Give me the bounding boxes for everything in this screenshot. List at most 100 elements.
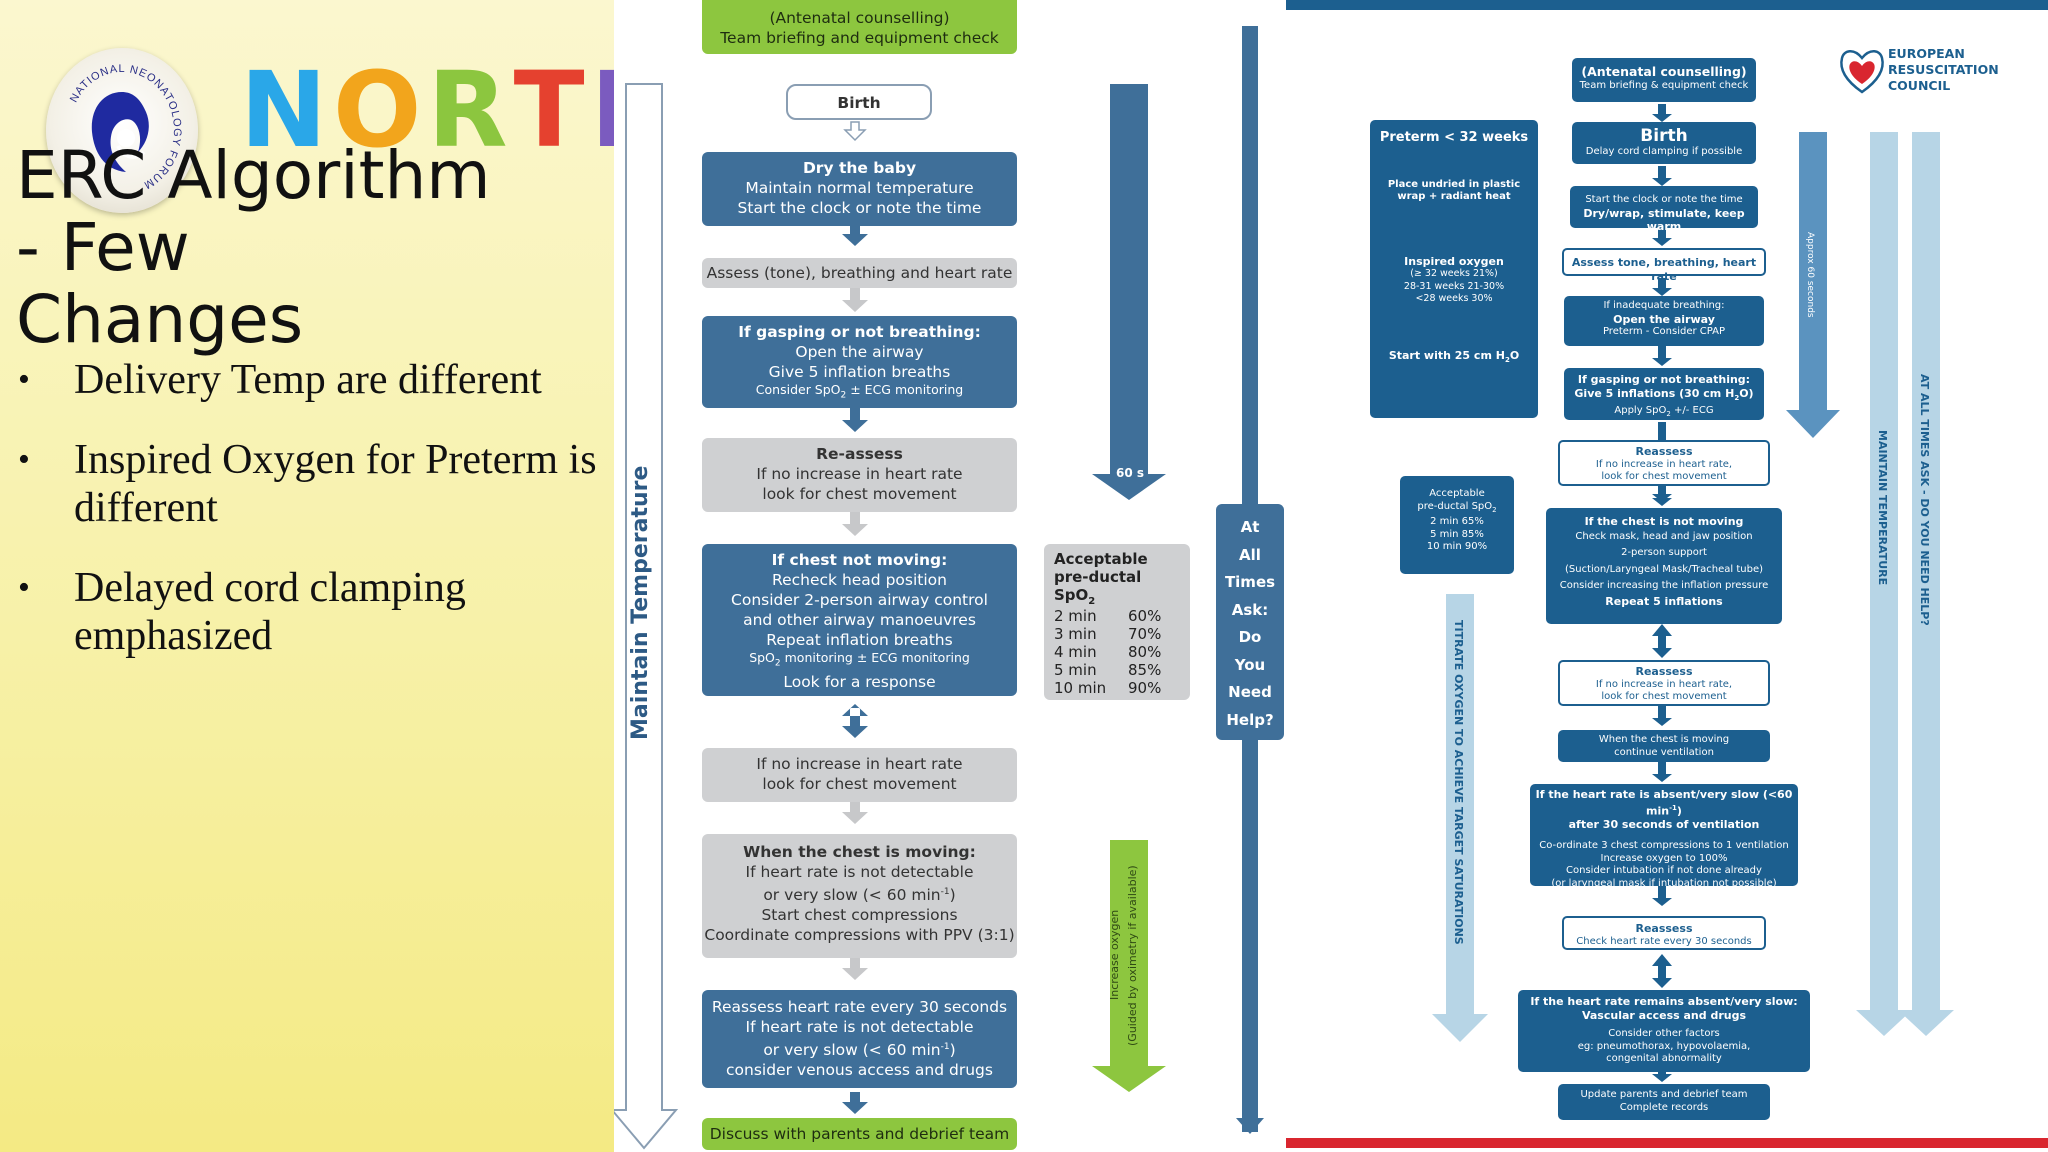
- erc-absent-line: Consider intubation if not done already: [1566, 865, 1762, 877]
- increase-oxygen-arrow: [1092, 840, 1166, 1092]
- reassess-box: Re-assess If no increase in heart rate l…: [702, 438, 1017, 512]
- erc-reassess-title: Reassess: [1635, 665, 1693, 678]
- erc-inadequate-box: If inadequate breathing: Open the airway…: [1564, 296, 1764, 346]
- chest-not-moving-box: If chest not moving: Recheck head positi…: [702, 544, 1017, 696]
- erc-gasping-line: Give 5 inflations (30 cm H: [1574, 386, 1735, 400]
- logo-ring-text: NATIONAL NEONATOLOGY FORUM: [68, 63, 182, 191]
- gasping-line: Give 5 inflation breaths: [768, 363, 951, 381]
- erc-update-line: Update parents and debrief team: [1580, 1089, 1748, 1100]
- erc-reassess-box-2: Reassess If no increase in heart rate, l…: [1558, 660, 1770, 706]
- superscript: -1: [940, 887, 950, 897]
- gasping-box: If gasping or not breathing: Open the ai…: [702, 316, 1017, 408]
- erc-not-moving-box: If the chest is not moving Check mask, h…: [1546, 508, 1782, 624]
- reassess-line: look for chest movement: [762, 485, 957, 503]
- erc-absent-line: Increase oxygen to 100%: [1600, 852, 1728, 864]
- erc-preterm-line: Place undried in plastic: [1387, 178, 1521, 190]
- bullet-item: • Inspired Oxygen for Preterm is differen…: [16, 436, 606, 532]
- erc-reassess-title: Reassess: [1635, 922, 1693, 935]
- erc-antenatal-line: Team briefing & equipment check: [1579, 79, 1749, 91]
- erc-reassess-line: look for chest movement: [1601, 471, 1727, 482]
- bullet-text: Delivery Temp are different: [74, 357, 542, 403]
- bullet-icon: •: [18, 441, 30, 478]
- erc-reassess-line: If no increase in heart rate,: [1595, 678, 1733, 690]
- erc-logo-line: COUNCIL: [1888, 78, 1951, 93]
- chest-moving-title: When the chest is moving:: [743, 843, 976, 861]
- spo2-table-title: Acceptable: [1054, 550, 1148, 568]
- brand-letter: T: [513, 49, 591, 171]
- erc-not-moving-line: 2-person support: [1621, 547, 1707, 558]
- erc-reassess-line: If no increase in heart rate,: [1595, 458, 1733, 470]
- erc-absent-title: after 30 seconds of ventilation: [1568, 817, 1760, 831]
- erc-reassess-title: Reassess: [1635, 445, 1693, 458]
- erc-gasping-line: O): [1739, 386, 1754, 400]
- increase-oxygen-label: Increase oxygen: [1108, 909, 1121, 1000]
- subscript: 2: [1666, 410, 1671, 419]
- gasping-title: If gasping or not breathing:: [738, 323, 981, 341]
- erc-reassess-box-1: Reassess If no increase in heart rate, l…: [1558, 440, 1770, 486]
- erc-absent-title: If the heart rate is absent/very slow (<…: [1535, 788, 1793, 818]
- erc-remains-title: Vascular access and drugs: [1581, 1008, 1747, 1022]
- erc-inspired-row: <28 weeks 30%: [1415, 293, 1493, 304]
- subscript: 2: [1088, 596, 1096, 607]
- chest-moving-line: Start chest compressions: [761, 906, 958, 925]
- birth-box: Birth: [786, 84, 932, 120]
- erc-reassess-box-3: Reassess Check heart rate every 30 secon…: [1562, 916, 1766, 950]
- erc-gasping-line: +/- ECG: [1670, 405, 1714, 417]
- maintain-arrow: [1856, 132, 1912, 1036]
- chest-line: and other airway manoeuvres: [743, 611, 976, 629]
- discuss-box: Discuss with parents and debrief team: [702, 1118, 1017, 1150]
- chest-line: Recheck head position: [772, 571, 947, 589]
- brand-wordmark: NORTH Z: [240, 58, 614, 162]
- spo2-time: 5 min: [1054, 661, 1097, 679]
- approx-60-label: Approx 60 seconds: [1805, 232, 1815, 318]
- titrate-oxygen-label: TITRATE OXYGEN TO ACHIEVE TARGET SATURAT…: [1452, 620, 1465, 945]
- erc-birth-line: Delay cord clamping if possible: [1585, 146, 1743, 157]
- assess-box: Assess (tone), breathing and heart rate: [702, 258, 1017, 288]
- antenatal-text: (Antenatal counselling): [769, 9, 950, 27]
- chest-line: monitoring ± ECG monitoring: [780, 650, 970, 665]
- erc-preterm-line: wrap + radiant heat: [1397, 191, 1511, 202]
- erc-inspired-title: Inspired oxygen: [1404, 254, 1504, 268]
- superscript: -1: [1669, 803, 1677, 812]
- mother-child-icon: [91, 92, 149, 172]
- erc-assess-box: Assess tone, breathing, heart rate: [1562, 248, 1766, 283]
- chest-moving-line: Coordinate compressions with PPV (3:1): [704, 926, 1015, 945]
- help-word: All: [1239, 545, 1261, 564]
- approx-arrow: [1786, 132, 1840, 438]
- spo2-value: 80%: [1128, 643, 1162, 661]
- bullet-icon: •: [18, 569, 30, 606]
- bullet-text: Inspired Oxygen for Preterm is different: [74, 437, 597, 531]
- spo2-value: 60%: [1128, 607, 1162, 625]
- spo2-time: 3 min: [1054, 625, 1097, 643]
- chest-moving-line: ): [949, 886, 956, 905]
- erc-start-line: Dry/wrap, stimulate, keep warm: [1583, 206, 1745, 234]
- erc-remains-box: If the heart rate remains absent/very sl…: [1518, 990, 1810, 1072]
- erc-inadequate-line: If inadequate breathing:: [1603, 300, 1725, 311]
- maintain-temperature-label: Maintain Temperature: [628, 465, 653, 740]
- top-rule: [1286, 0, 2048, 10]
- spo2-time: 10 min: [1054, 679, 1107, 697]
- chest-moving-line: or very slow (< 60 min: [763, 886, 941, 905]
- reassess-line: If no increase in heart rate: [756, 465, 963, 483]
- erc-absent-line: Co-ordinate 3 chest compressions to 1 ve…: [1539, 840, 1789, 852]
- erc-preterm-box: Preterm < 32 weeks Place undried in plas…: [1370, 120, 1538, 418]
- subscript: 2: [1504, 355, 1510, 364]
- help-word: Do: [1238, 628, 1262, 646]
- titrate-arrow: [1432, 594, 1488, 1042]
- erc-reassess-line: look for chest movement: [1601, 691, 1727, 702]
- sixty-seconds-arrow: [1092, 84, 1166, 500]
- no-increase-line: If no increase in heart rate: [756, 755, 963, 773]
- bullet-item: •Delivery Temp are different: [16, 356, 606, 404]
- nls-flowchart: (Antenatal counselling) Team briefing an…: [614, 0, 1284, 1152]
- guided-oximetry-label: (Guided by oximetry if available): [1126, 865, 1139, 1046]
- erc-update-line: Complete records: [1619, 1101, 1709, 1113]
- dry-line: Maintain normal temperature: [745, 179, 974, 197]
- erc-start-line: Start the clock or note the time: [1585, 194, 1743, 205]
- maintain-temperature-right-label: MAINTAIN TEMPERATURE: [1876, 430, 1889, 586]
- erc-start-pressure: Start with 25 cm H: [1388, 348, 1505, 362]
- dry-baby-box: Dry the baby Maintain normal temperature…: [702, 152, 1017, 226]
